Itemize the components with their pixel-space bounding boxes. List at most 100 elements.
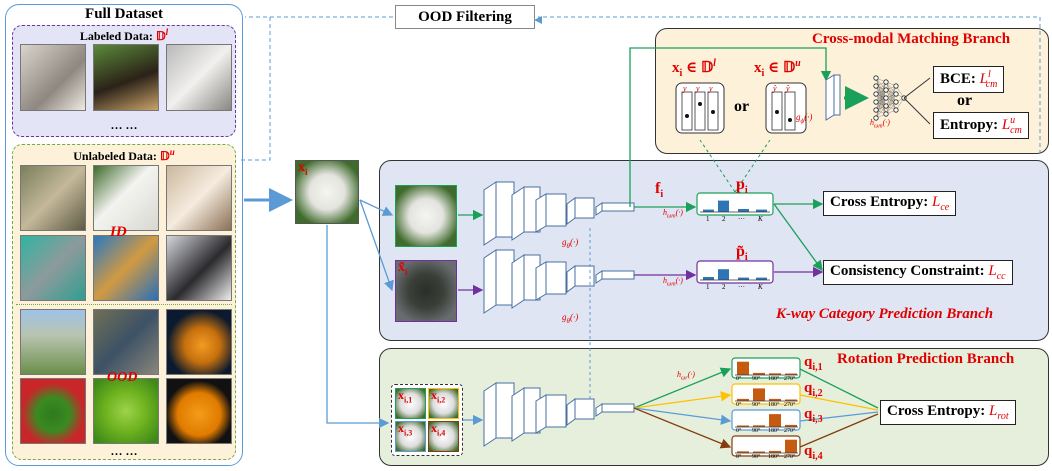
kway-bars-bottom-frame <box>696 260 774 284</box>
match-net-node <box>893 107 899 113</box>
rotation-fanout <box>633 367 732 449</box>
match-net-node <box>873 107 879 113</box>
labeled-image-cat-1 <box>20 44 86 111</box>
match-net-node <box>883 87 889 93</box>
kway-bars-top-bar-4 <box>756 209 767 212</box>
kway-bottom-tick-2: 2 <box>722 283 726 291</box>
match-net-edge <box>885 85 897 115</box>
kway-top-tick-1: 1 <box>706 215 710 223</box>
consistency-loss-box: Consistency Constraint: Lcc <box>823 260 1013 285</box>
h-cm-label: hωm(·) <box>870 118 890 130</box>
unlabeled-ood-image-5 <box>93 378 159 444</box>
ood-tag: OOD <box>107 370 138 385</box>
rotation-bar-4-4 <box>785 439 797 453</box>
h-ws-label-bottom: hωm(·) <box>663 276 683 288</box>
feature-fi-label: fi <box>655 180 664 201</box>
unlabeled-ood-image-2 <box>93 309 159 375</box>
ood-filtering-loop <box>238 16 1041 161</box>
q4-label: qi,4 <box>804 443 823 462</box>
input-xi-label: xi <box>298 160 308 177</box>
h-ws-label-top: hωm(·) <box>663 208 683 220</box>
unlabeled-id-image-3 <box>166 165 232 231</box>
unlabeled-ood-image-4 <box>20 378 86 444</box>
bars-to-cross-modal <box>699 139 771 193</box>
kway-bars-bottom-bar-3 <box>738 277 749 280</box>
yl-label-1: y <box>683 84 687 93</box>
rotation-input-3 <box>395 421 426 452</box>
labeled-image-cat-2 <box>166 44 232 111</box>
prob-pti-label: p̃i <box>736 243 748 264</box>
kway-bars-top-bar-2 <box>718 200 729 212</box>
unlabeled-ood-image-3 <box>166 309 232 375</box>
kway-top-tick-3: … <box>738 213 745 221</box>
rotation-tick-4-4: 270° <box>784 454 796 460</box>
unlabeled-id-image-5 <box>93 235 159 301</box>
kway-augmented-label: x̃i <box>398 260 408 277</box>
rotation-tick-3-2: 90° <box>752 428 761 434</box>
match-net-edge <box>875 97 887 119</box>
encoder-kway-top <box>483 181 635 246</box>
match-net-edge <box>885 85 897 107</box>
rotation-bar-4-1 <box>737 451 749 453</box>
labeled-ellipsis: … … <box>110 118 138 132</box>
rotation-input-1 <box>395 388 426 419</box>
unlabeled-label-matrix <box>765 82 807 134</box>
g-phi-projector <box>825 74 841 121</box>
rotation-bar-3-3 <box>769 414 781 427</box>
unlabeled-id-image-6 <box>166 235 232 301</box>
rotation-input-1-label: xi,1 <box>398 388 413 405</box>
match-net-edge <box>875 81 887 119</box>
labeled-data-title: Labeled Data: 𝔻l <box>79 27 169 43</box>
id-tag: ID <box>110 224 127 240</box>
input-image-xi <box>295 160 359 224</box>
rotation-bar-4-2 <box>753 451 765 453</box>
kway-augmented-image <box>395 260 457 322</box>
match-net-node <box>883 103 889 109</box>
rotation-ce-loss-box: Cross Entropy: Lrot <box>880 400 1016 425</box>
entropy-loss-box: Entropy: Lucm <box>933 112 1029 139</box>
id-ood-divider <box>16 304 232 305</box>
cross-modal-branch-title: Cross-modal Matching Branch <box>812 31 1011 47</box>
match-net-edge <box>875 89 887 119</box>
g-theta-label-bottom: gθ(·) <box>562 312 579 325</box>
rotation-bars-frame-3 <box>731 409 801 431</box>
unlabeled-ood-image-1 <box>20 309 86 375</box>
yu-label-1: ŷ <box>773 84 777 93</box>
feature-to-cross-modal <box>629 47 832 207</box>
match-net-edge <box>875 81 887 95</box>
rotation-tick-1-2: 90° <box>752 376 761 382</box>
unlabeled-id-image-2 <box>93 165 159 231</box>
kway-bars-bottom-bar-4 <box>756 277 767 280</box>
kway-bottom-tick-3: … <box>738 281 745 289</box>
rotation-input-2-label: xi,2 <box>431 388 446 405</box>
match-net-edge <box>885 85 897 99</box>
rotation-tick-3-3: 180° <box>768 428 780 434</box>
rotation-bar-charts <box>731 357 801 457</box>
encoder-kway-bottom <box>483 249 635 314</box>
kway-ce-loss-box: Cross Entropy: Lce <box>823 191 957 216</box>
match-net-node <box>873 115 879 121</box>
prob-pi-label: pi <box>736 176 748 197</box>
rotation-bar-2-4 <box>785 399 797 401</box>
rotation-tick-2-3: 180° <box>768 402 780 408</box>
rotation-input-4 <box>428 421 459 452</box>
kway-bottom-tick-4: K <box>758 283 763 291</box>
match-net-node <box>883 95 889 101</box>
unlabeled-condition: xi ∈ 𝔻u <box>754 58 801 79</box>
match-net-node <box>873 75 879 81</box>
g-phi-label: gϕ(·) <box>796 112 813 125</box>
unlabeled-id-image-1 <box>20 165 86 231</box>
loss-or: or <box>957 92 973 109</box>
kway-bars-top-frame <box>696 192 774 216</box>
match-net-node <box>873 91 879 97</box>
match-net-edge <box>875 81 887 111</box>
match-net-node <box>893 83 899 89</box>
rotation-input-3-label: xi,3 <box>398 421 413 438</box>
q3-label: qi,3 <box>804 406 823 425</box>
match-net-node <box>893 99 899 105</box>
labeled-label-matrix <box>675 82 725 134</box>
unlabeled-data-title: Unlabeled Data: 𝔻u <box>73 147 175 163</box>
net-to-losses <box>903 77 931 125</box>
rotation-tick-4-2: 90° <box>752 454 761 460</box>
kway-top-tick-4: K <box>758 215 763 223</box>
